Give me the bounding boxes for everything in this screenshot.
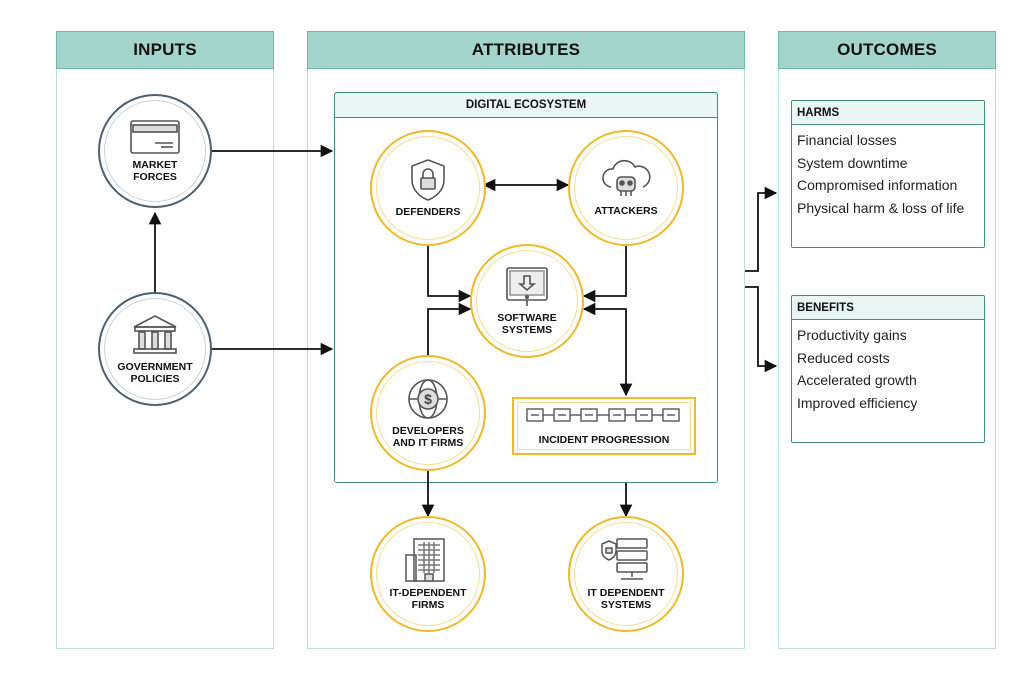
- benefits-item: Reduced costs: [797, 349, 890, 366]
- software-systems-label: SOFTWARE SYSTEMS: [497, 312, 557, 336]
- harms-box: HARMS Financial losses System downtime C…: [791, 100, 985, 248]
- market-forces-label: MARKET FORCES: [132, 159, 178, 183]
- arrow-attackers-to-software: [582, 246, 627, 303]
- globe-dollar-icon: $: [406, 377, 450, 421]
- digital-ecosystem-title: DIGITAL ECOSYSTEM: [334, 92, 718, 118]
- monitor-download-icon: [504, 266, 550, 308]
- arrow-developers-to-software: [427, 302, 472, 355]
- shield-lock-icon: [410, 158, 446, 202]
- incident-progression-label: INCIDENT PROGRESSION: [538, 433, 670, 446]
- incident-progression-box: INCIDENT PROGRESSION: [512, 397, 696, 455]
- arrow-software-incident: [582, 302, 633, 397]
- developers-node: $ DEVELOPERS AND IT FIRMS: [370, 355, 486, 471]
- benefits-box: BENEFITS Productivity gains Reduced cost…: [791, 295, 985, 443]
- harms-item: Physical harm & loss of life: [797, 199, 965, 216]
- benefits-item: Accelerated growth: [797, 372, 917, 388]
- credit-card-icon: [129, 119, 181, 155]
- harms-title: HARMS: [792, 101, 984, 125]
- benefits-item: Improved efficiency: [797, 394, 918, 411]
- inputs-header: INPUTS: [56, 31, 274, 69]
- harms-item: System downtime: [797, 154, 908, 171]
- attributes-header: ATTRIBUTES: [307, 31, 745, 69]
- chain-steps-icon: [526, 407, 682, 428]
- arrow-to-harms: [745, 186, 778, 272]
- it-dependent-firms-label: IT-DEPENDENT FIRMS: [389, 587, 467, 611]
- server-lock-icon: [601, 537, 651, 583]
- harms-item: Compromised information: [797, 177, 958, 193]
- benefits-title: BENEFITS: [792, 296, 984, 320]
- defenders-label: DEFENDERS: [395, 206, 461, 218]
- benefits-list: Productivity gains Reduced costs Acceler…: [792, 320, 984, 414]
- government-policies-node: GOVERNMENT POLICIES: [98, 292, 212, 406]
- it-dependent-firms-node: IT-DEPENDENT FIRMS: [370, 516, 486, 632]
- svg-text:$: $: [424, 391, 432, 407]
- market-forces-node: MARKET FORCES: [98, 94, 212, 208]
- arrow-to-benefits: [745, 286, 778, 373]
- defenders-node: DEFENDERS: [370, 130, 486, 246]
- government-building-icon: [130, 313, 180, 357]
- harms-item: Financial losses: [797, 132, 897, 148]
- attackers-node: ATTACKERS: [568, 130, 684, 246]
- developers-label: DEVELOPERS AND IT FIRMS: [392, 425, 464, 449]
- cloud-skull-icon: [599, 159, 653, 201]
- office-building-icon: [404, 537, 452, 583]
- it-dependent-systems-node: IT DEPENDENT SYSTEMS: [568, 516, 684, 632]
- attackers-label: ATTACKERS: [594, 205, 658, 217]
- benefits-item: Productivity gains: [797, 327, 907, 343]
- software-systems-node: SOFTWARE SYSTEMS: [470, 244, 584, 358]
- arrow-defenders-to-software: [427, 246, 472, 303]
- government-policies-label: GOVERNMENT POLICIES: [117, 361, 193, 385]
- harms-list: Financial losses System downtime Comprom…: [792, 125, 984, 219]
- outcomes-header: OUTCOMES: [778, 31, 996, 69]
- it-dependent-systems-label: IT DEPENDENT SYSTEMS: [587, 587, 665, 611]
